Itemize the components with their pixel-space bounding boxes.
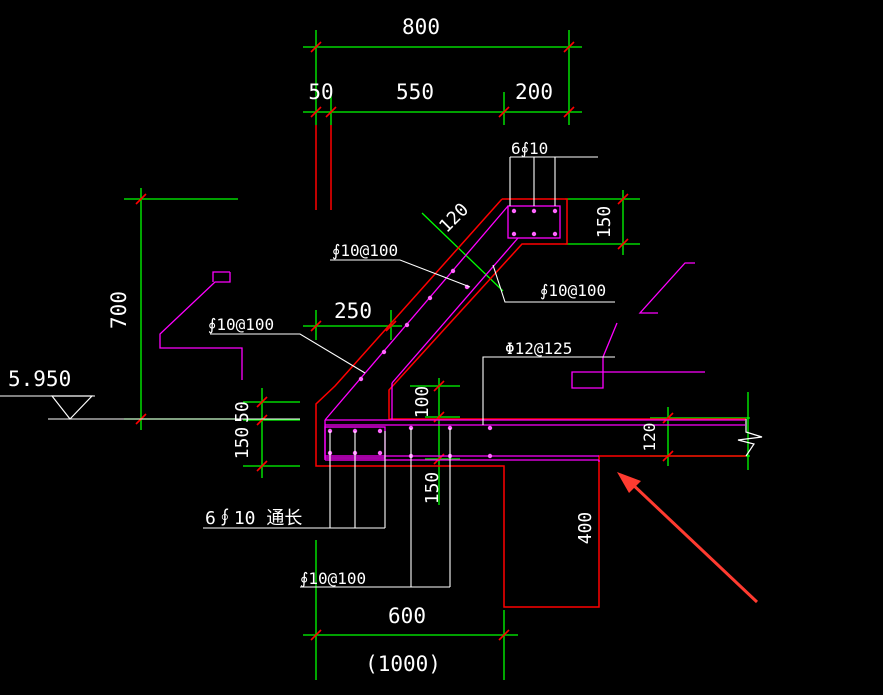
elevation-label: 5.950: [8, 367, 71, 391]
bottom-stirrup-label: ∮10@100: [300, 569, 366, 588]
dim-1000: (1000): [365, 652, 441, 676]
dim-50-top: 50: [308, 80, 333, 104]
bottom-rebar-label: 6∮10 通长: [205, 508, 302, 529]
annotation-texts: 5.950 6∮10 ∮10@100 ∮10@100 ∮10@100 Φ12@1…: [8, 139, 606, 588]
dim-200: 200: [515, 80, 553, 104]
leader-lines: [0, 156, 615, 588]
dim-400: 400: [575, 512, 596, 545]
dim-800: 800: [402, 15, 440, 39]
slab-rebar-label: Φ12@125: [505, 339, 572, 358]
left-stirrup-label: ∮10@100: [208, 315, 274, 334]
dim-150-left: 150: [232, 427, 253, 460]
right-stirrup-label: ∮10@100: [540, 281, 606, 300]
dimension-lines: [124, 30, 750, 680]
dim-120-slab: 120: [640, 423, 659, 452]
rebar-lines: [159, 205, 745, 462]
dim-700: 700: [107, 291, 131, 329]
dim-150-center: 150: [422, 472, 443, 505]
dim-600: 600: [388, 604, 426, 628]
dim-100-center: 100: [412, 386, 433, 419]
red-arrow-icon: [617, 472, 759, 604]
diag-stirrup-label: ∮10@100: [332, 241, 398, 260]
concrete-outline: [315, 125, 746, 608]
break-line: [737, 419, 763, 457]
dim-150-right: 150: [594, 206, 615, 239]
elevation-marker-icon: [50, 395, 94, 420]
dimension-texts: 800 50 550 200 700 150 120 250 50 150 10…: [107, 15, 659, 676]
dimension-ticks: [135, 41, 674, 641]
dim-250: 250: [334, 299, 372, 323]
dim-50-left: 50: [232, 401, 253, 423]
dim-550: 550: [396, 80, 434, 104]
top-rebar-label: 6∮10: [511, 139, 548, 158]
